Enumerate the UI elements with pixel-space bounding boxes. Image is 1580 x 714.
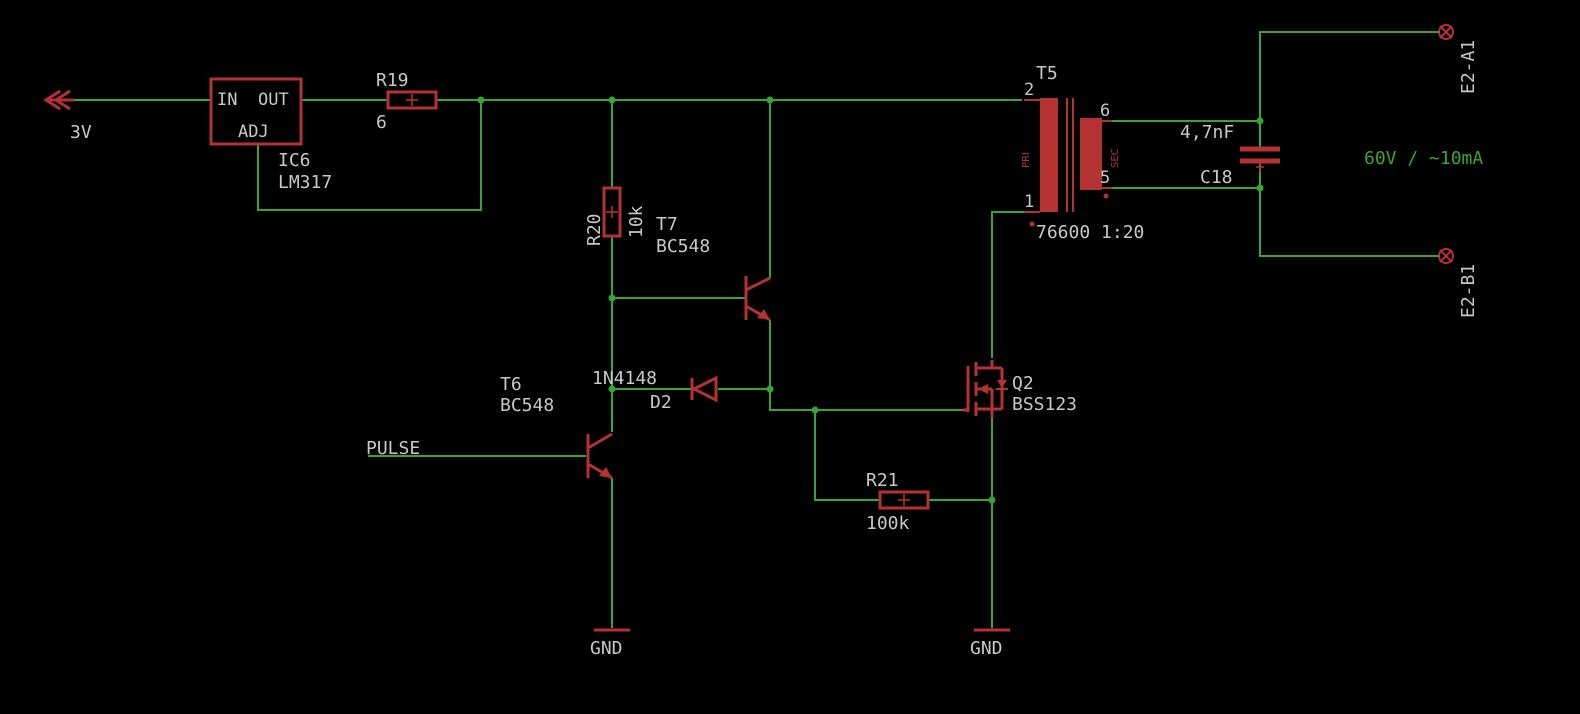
junction (1256, 184, 1264, 192)
r21-name: R21 (866, 470, 899, 491)
d2-value: 1N4148 (592, 368, 657, 389)
wire-out-b (1259, 188, 1420, 257)
q2-name: Q2 (1012, 373, 1034, 394)
r20-value: 10k (626, 205, 647, 238)
resistor-r21 (878, 490, 930, 510)
supply-label: 3V (70, 122, 92, 143)
junction (766, 96, 774, 104)
junctions (477, 96, 1264, 504)
wire-r21-left (814, 410, 880, 501)
junction (608, 385, 616, 393)
junction (811, 406, 819, 414)
junction (608, 96, 616, 104)
transistor-t6 (586, 432, 613, 480)
diode-d2 (690, 375, 718, 403)
ground-right-label: GND (970, 638, 1003, 659)
resistor-r19 (386, 90, 438, 110)
transformer-pri: PRI (1021, 152, 1032, 168)
transformer-name: T5 (1036, 63, 1058, 84)
wires (72, 31, 1420, 628)
r19-value: 6 (376, 112, 387, 133)
wire-t7-emitter (769, 320, 962, 411)
t6-value: BC548 (500, 395, 554, 416)
regulator-name: IC6 (278, 150, 311, 171)
output-note: 60V / ~10mA (1364, 148, 1483, 169)
junction (608, 294, 616, 302)
capacitor-c18 (1240, 146, 1280, 171)
regulator-value: LM317 (278, 172, 332, 193)
c18-name: C18 (1200, 167, 1233, 188)
regulator-ic6: IN OUT ADJ (209, 77, 303, 146)
transformer-pin-6: 6 (1100, 101, 1110, 121)
junction (988, 496, 996, 504)
transistor-t7 (744, 276, 771, 322)
t7-value: BC548 (656, 236, 710, 257)
r19-name: R19 (376, 70, 409, 91)
regulator-pin-adj: ADJ (238, 122, 269, 142)
transformer-pin-1: 1 (1024, 192, 1034, 212)
transformer-value: 76600 1:20 (1036, 222, 1144, 243)
mosfet-q2 (962, 360, 1008, 418)
wire-q2-drain (991, 211, 1024, 358)
wire-adj-feedback (257, 100, 482, 211)
junction (766, 385, 774, 393)
junction (1256, 117, 1264, 125)
q2-value: BSS123 (1012, 394, 1077, 415)
connector-b-label: E2-B1 (1458, 264, 1479, 318)
transformer-pin-5: 5 (1100, 168, 1110, 188)
resistor-r20 (602, 186, 622, 238)
connector-a-icon (1438, 24, 1454, 40)
pulse-label: PULSE (366, 438, 420, 459)
ground-left-label: GND (590, 638, 623, 659)
connector-b-icon (1438, 248, 1454, 264)
r20-name: R20 (584, 213, 605, 246)
transformer-t5: PRI SEC (1021, 98, 1121, 227)
wire-out-a (1259, 31, 1420, 121)
connector-a-label: E2-A1 (1458, 40, 1479, 94)
transformer-pin-2: 2 (1024, 80, 1034, 100)
regulator-pin-in: IN (217, 90, 237, 110)
junction (477, 96, 485, 104)
t6-name: T6 (500, 374, 522, 395)
c18-value: 4,7nF (1180, 122, 1234, 143)
t7-name: T7 (656, 214, 678, 235)
regulator-pin-out: OUT (258, 90, 289, 110)
d2-name: D2 (650, 392, 672, 413)
transformer-sec: SEC (1110, 148, 1121, 168)
r21-value: 100k (866, 513, 910, 534)
supply-arrow-icon (43, 89, 74, 111)
